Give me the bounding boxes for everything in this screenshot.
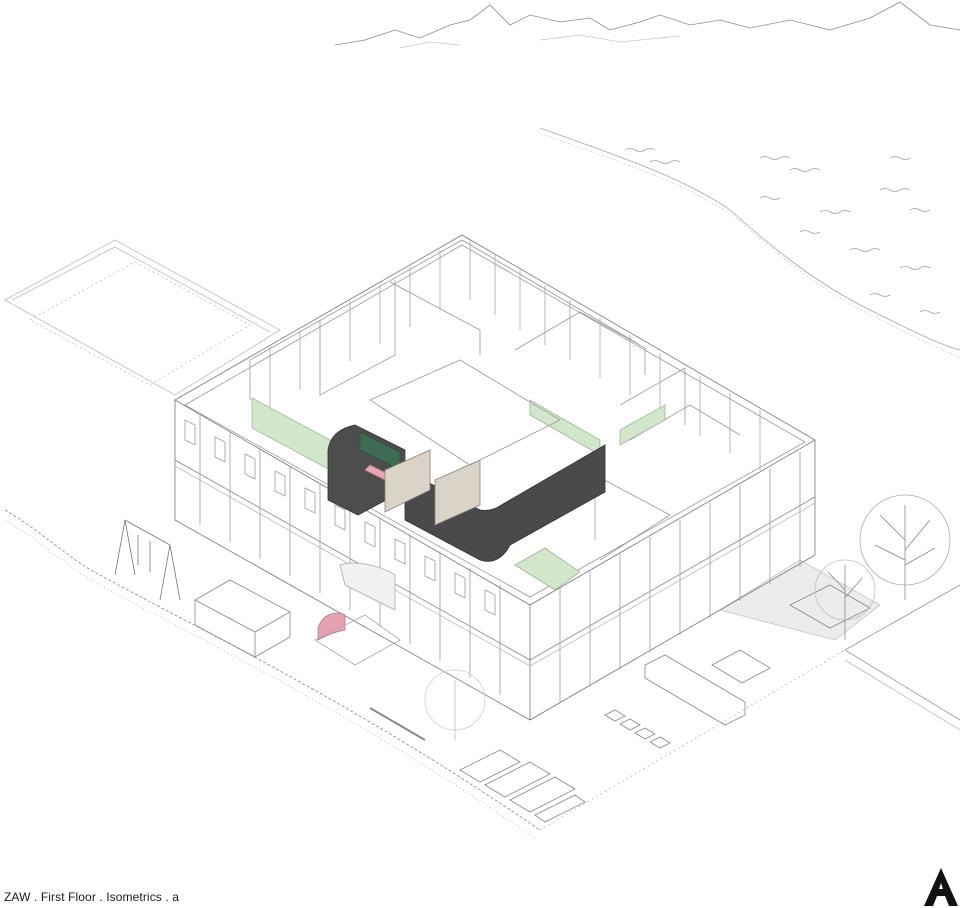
lake-shoreline <box>539 127 960 358</box>
mountain-range <box>334 1 960 49</box>
hopscotch <box>604 709 671 749</box>
benches <box>644 584 871 726</box>
central-core <box>327 359 606 562</box>
archdaily-a-logo-icon <box>924 868 958 906</box>
drawing-caption: ZAW . First Floor . Isometrics . a <box>4 890 179 904</box>
garden-beds <box>369 707 586 823</box>
isometric-drawing <box>4 1 960 839</box>
swing-set <box>114 519 181 601</box>
trees <box>424 494 951 740</box>
shed <box>194 579 291 658</box>
school-building <box>174 234 816 721</box>
sports-field <box>4 239 281 396</box>
water-ripples <box>624 148 941 314</box>
